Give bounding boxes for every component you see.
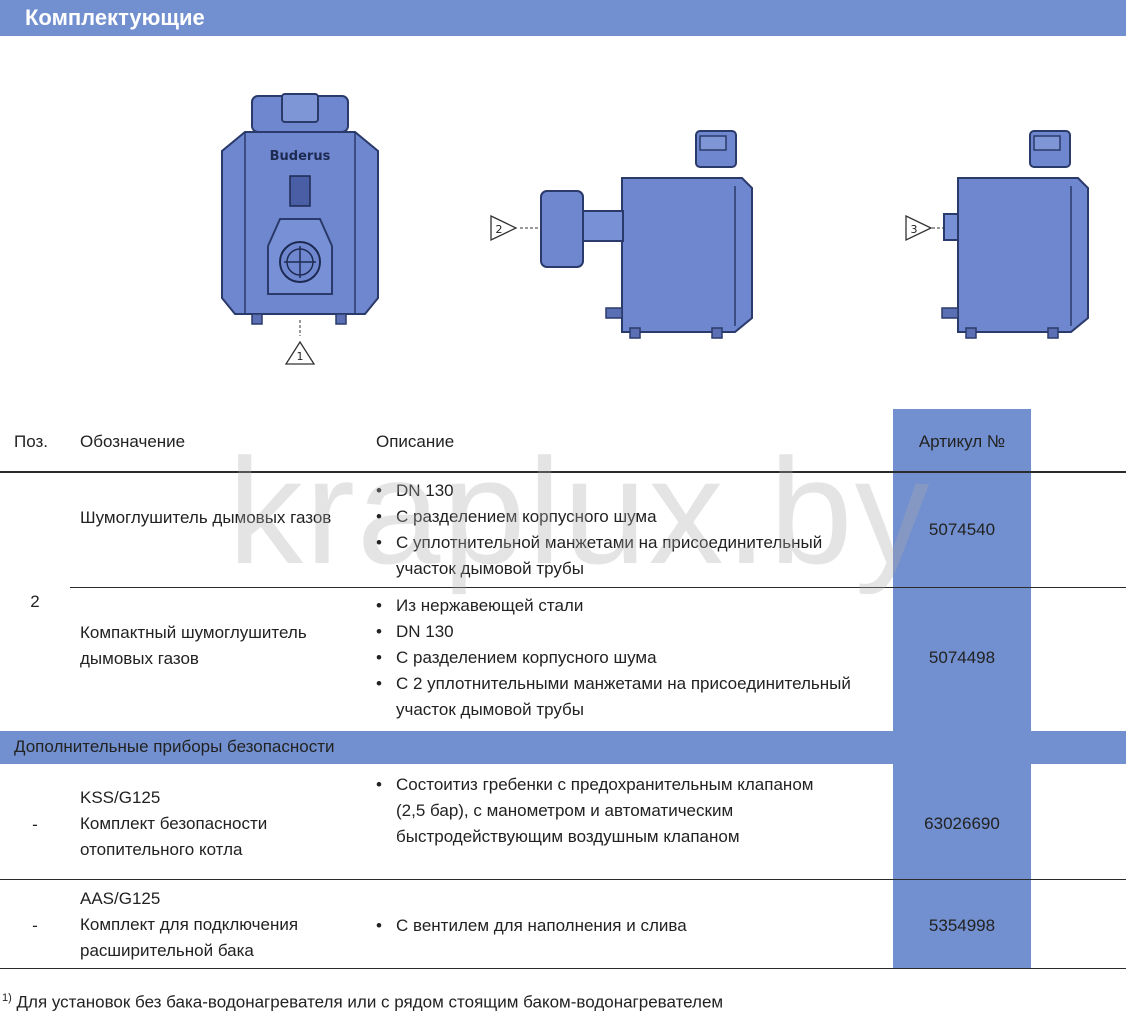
row3-name-line: отопительного котла [80, 840, 243, 859]
row1-bullet: С разделением корпусного шума [376, 504, 886, 530]
header-name: Обозначение [80, 432, 186, 451]
callout-1-label: 1 [297, 350, 304, 363]
header-pos: Поз. [14, 432, 48, 451]
brand-logo: Buderus [270, 149, 331, 164]
row2-bullet: DN 130 [376, 619, 886, 645]
boiler-side-view [932, 130, 1089, 339]
row4-name-line: AAS/G125 [80, 889, 161, 908]
boiler-front-view: Buderus [221, 93, 379, 336]
row3-name: KSS/G125 Комплект безопасности отопитель… [80, 785, 360, 863]
callout-3-label: 3 [911, 223, 918, 236]
group1-pos: 2 [30, 592, 40, 611]
row-divider [70, 587, 1126, 588]
page-title: Комплектующие [25, 5, 205, 30]
table-bottom-rule [0, 968, 1126, 969]
row4-name-line: Комплект для подключения [80, 915, 299, 934]
header-article: Артикул № [918, 432, 1006, 451]
row3-description: Состоитиз гребенки с предохранительным к… [376, 772, 886, 850]
row1-bullet: DN 130 [376, 478, 886, 504]
row1-bullet: С уплотнительной манжетами на присоедини… [376, 530, 886, 582]
row3-name-line: KSS/G125 [80, 788, 161, 807]
callout-1: 1 [284, 340, 316, 365]
row-divider [0, 879, 1126, 880]
row4-name-line: расширительной бака [80, 941, 254, 960]
row2-bullet: Из нержавеющей стали [376, 593, 886, 619]
row2-article: 5074498 [928, 648, 996, 667]
section-title: Дополнительные приборы безопасности [14, 737, 335, 756]
section-header: Дополнительные приборы безопасности [0, 731, 1126, 764]
row3-bullet: Состоитиз гребенки с предохранительным к… [376, 772, 816, 850]
callout-2-label: 2 [496, 223, 503, 236]
row2-description: Из нержавеющей стали DN 130 С разделение… [376, 593, 886, 723]
row4-pos: - [32, 916, 38, 935]
row1-description: DN 130 С разделением корпусного шума С у… [376, 478, 886, 582]
callout-3: 3 [905, 214, 933, 242]
row4-name: AAS/G125 Комплект для подключения расшир… [80, 886, 360, 964]
row1-article: 5074540 [928, 520, 996, 539]
header-bar: Комплектующие [0, 0, 1126, 36]
row2-bullet: С разделением корпусного шума [376, 645, 886, 671]
row2-name: Компактный шумоглушитель дымовых газов [80, 623, 307, 668]
header-description: Описание [376, 432, 455, 451]
header-rule [0, 471, 1126, 473]
row4-bullet: С вентилем для наполнения и слива [376, 913, 886, 939]
row2-bullet: С 2 уплотнительными манжетами на присоед… [376, 671, 886, 723]
footnote-mark: 1) [2, 992, 12, 1004]
row3-article: 63026690 [924, 814, 1000, 833]
row4-article: 5354998 [928, 916, 996, 935]
boiler-side-view-silencer [520, 130, 753, 339]
footnote-text: Для установок без бака-водонагревателя и… [16, 992, 724, 1012]
row3-pos: - [32, 815, 38, 834]
illustrations: Buderus 1 [0, 36, 1126, 410]
row1-name: Шумоглушитель дымовых газов [80, 508, 332, 527]
article-column-background [893, 409, 1031, 968]
footnote: 1) Для установок без бака-водонагревател… [2, 992, 723, 1013]
row3-name-line: Комплект безопасности [80, 814, 268, 833]
row4-description: С вентилем для наполнения и слива [376, 913, 886, 939]
callout-2: 2 [490, 214, 518, 242]
